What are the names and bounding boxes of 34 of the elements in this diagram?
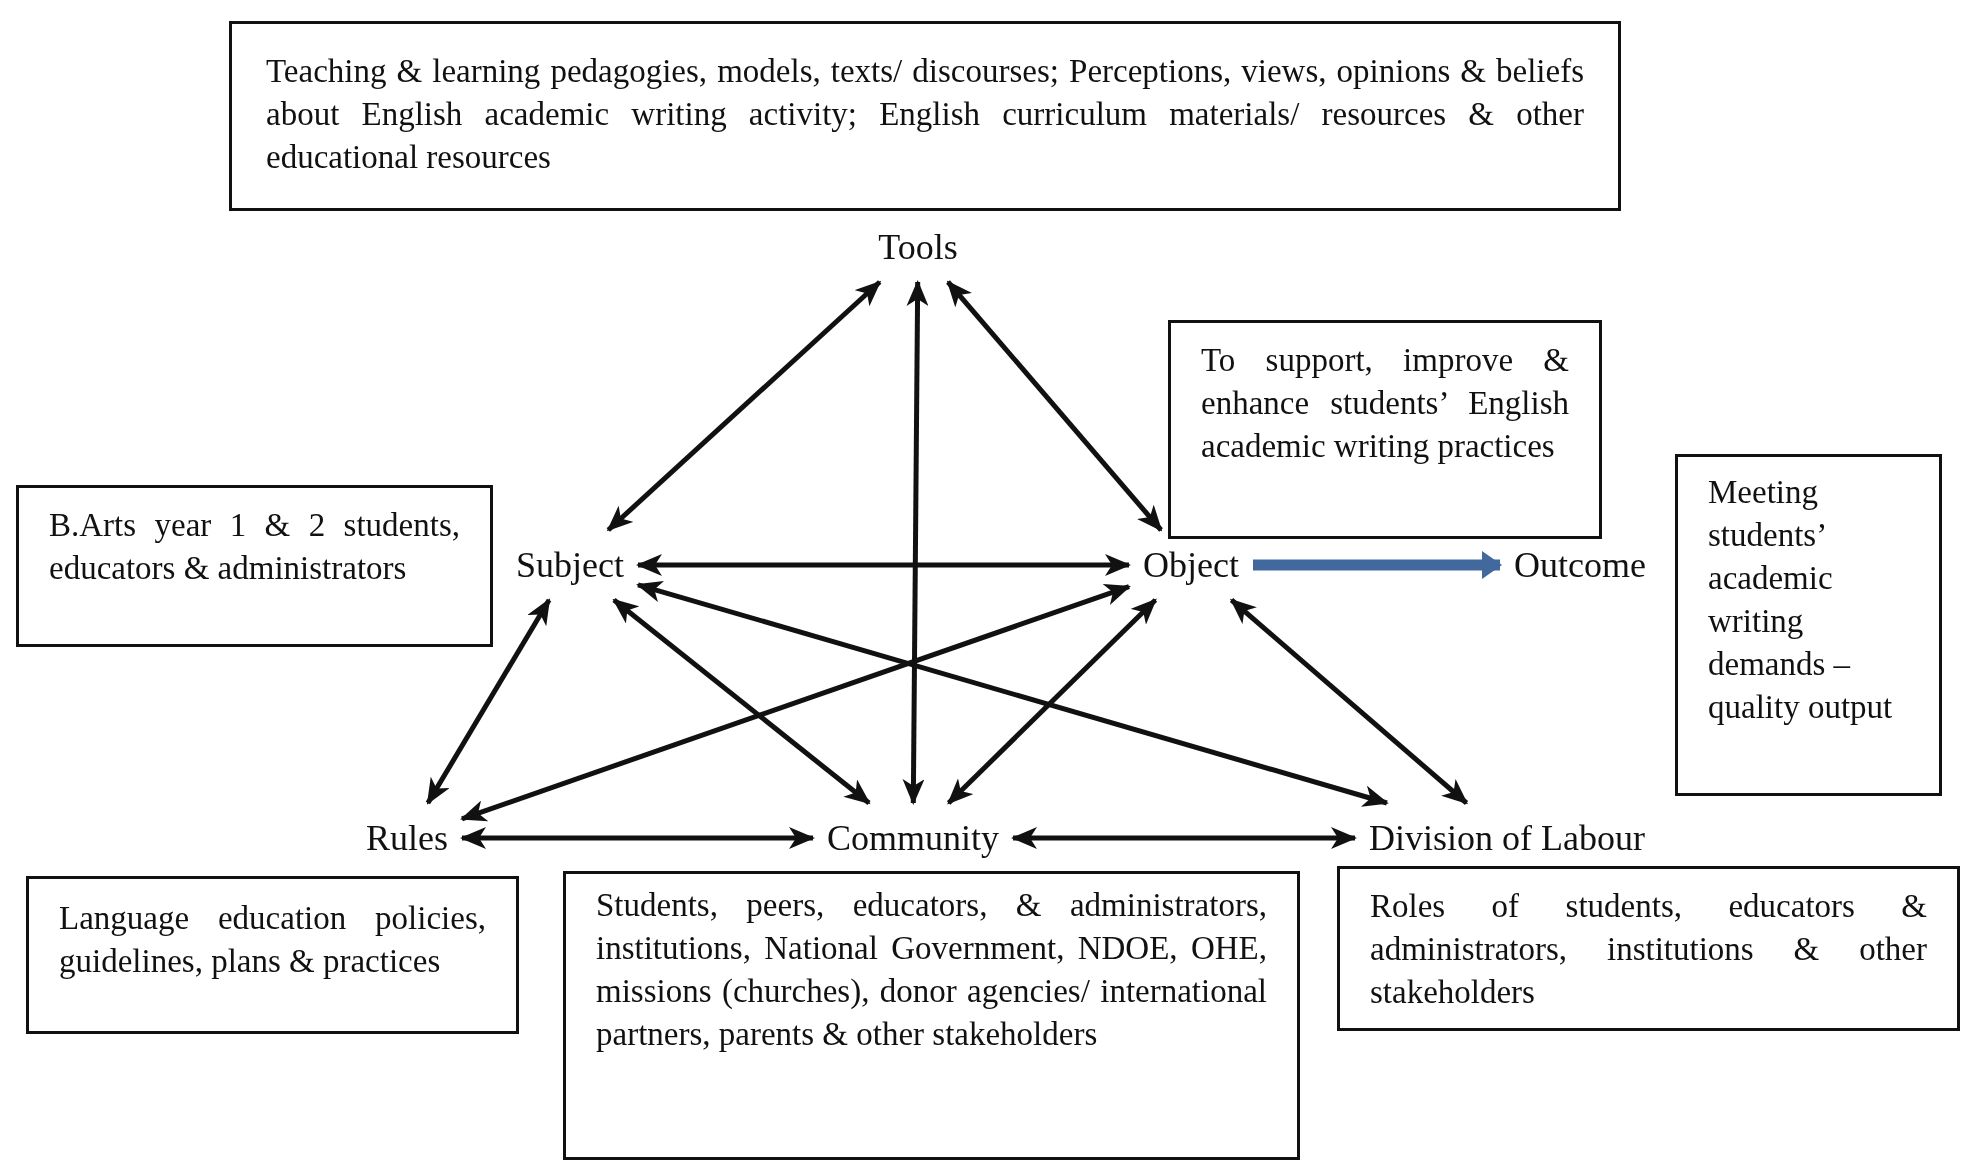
- text-box: [563, 871, 1300, 1160]
- element-label: Rules: [366, 817, 448, 859]
- element-label: Division of Labour: [1369, 817, 1645, 859]
- box-text: Meeting students’ academic writing demands – quality output: [1708, 473, 1894, 727]
- text-box: [229, 21, 1621, 211]
- element-label: Tools: [878, 226, 958, 268]
- arrow: [636, 554, 1131, 576]
- box-text: Roles of students, educators & administrators, institutions & other stakeholders: [1370, 887, 1927, 1012]
- box-text: B.Arts year 1 & 2 students, educators & administrators: [49, 506, 460, 588]
- element-label: Subject: [516, 544, 624, 586]
- arrow: [1253, 551, 1502, 579]
- arrow: [460, 584, 1131, 822]
- text-box: [26, 876, 519, 1034]
- box-text: Language education policies, guidelines, plans & practices: [59, 899, 486, 981]
- box-text: Students, peers, educators, & administrators, institutions, National Government, NDOE, OHE, missions (churches), donor agencies/ international partners, parents & other stakeholders: [596, 886, 1267, 1054]
- arrow: [606, 280, 882, 532]
- arrow: [612, 598, 871, 805]
- arrow: [902, 280, 929, 805]
- element-label: Outcome: [1514, 544, 1646, 586]
- arrow: [946, 280, 1163, 532]
- element-label: Community: [827, 817, 999, 859]
- arrow: [946, 598, 1158, 805]
- element-label: Object: [1143, 544, 1239, 586]
- arrow: [1011, 827, 1357, 849]
- text-box: [1337, 866, 1960, 1031]
- text-box: [16, 485, 493, 647]
- text-box: [1675, 454, 1942, 796]
- box-text: Teaching & learning pedagogies, models, texts/ discourses; Perceptions, views, opinions & beliefs about English academic writing activity; English curriculum materials/ resources & other educational resources: [266, 52, 1584, 177]
- arrow: [636, 580, 1389, 807]
- arrow: [460, 827, 815, 849]
- arrow: [425, 598, 552, 805]
- text-box: [1168, 320, 1602, 539]
- arrow: [1229, 598, 1469, 805]
- box-text: To support, improve & enhance students’ English academic writing practices: [1201, 341, 1569, 466]
